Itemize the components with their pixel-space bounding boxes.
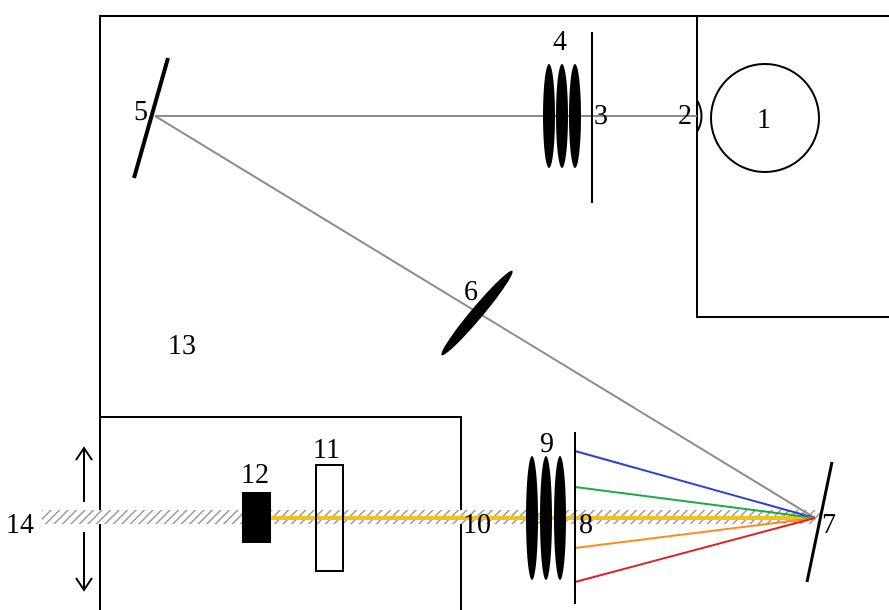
label-3: 3 <box>594 100 608 131</box>
ray-mirror-to-grating <box>154 115 816 519</box>
grating <box>805 461 834 583</box>
label-2: 2 <box>678 100 692 131</box>
label-5: 5 <box>134 96 148 127</box>
source-compartment <box>696 16 889 318</box>
label-6: 6 <box>464 276 478 307</box>
ray-red <box>574 517 816 583</box>
detector-block <box>242 492 271 543</box>
label-14: 14 <box>6 509 34 540</box>
sample-cell <box>315 464 344 572</box>
label-10: 10 <box>463 509 491 540</box>
entrance-slit <box>696 99 703 133</box>
label-12: 12 <box>241 459 269 490</box>
double-vertical-arrow-icon <box>75 446 93 592</box>
ray-green <box>574 486 816 519</box>
label-1: 1 <box>757 104 771 135</box>
label-9: 9 <box>540 428 554 459</box>
label-8: 8 <box>579 509 593 540</box>
label-13: 13 <box>168 330 196 361</box>
exit-lens-stack <box>526 456 566 580</box>
ray-orange <box>574 517 816 549</box>
entrance-lens-stack <box>543 64 581 168</box>
label-7: 7 <box>822 509 836 540</box>
sample-compartment <box>100 416 462 610</box>
ray-blue <box>574 450 816 519</box>
source-lamp <box>710 63 820 173</box>
middle-lens <box>441 270 513 356</box>
label-11: 11 <box>313 434 340 465</box>
housing-outline <box>99 15 889 610</box>
label-4: 4 <box>553 26 567 57</box>
upper-mirror <box>132 57 170 179</box>
